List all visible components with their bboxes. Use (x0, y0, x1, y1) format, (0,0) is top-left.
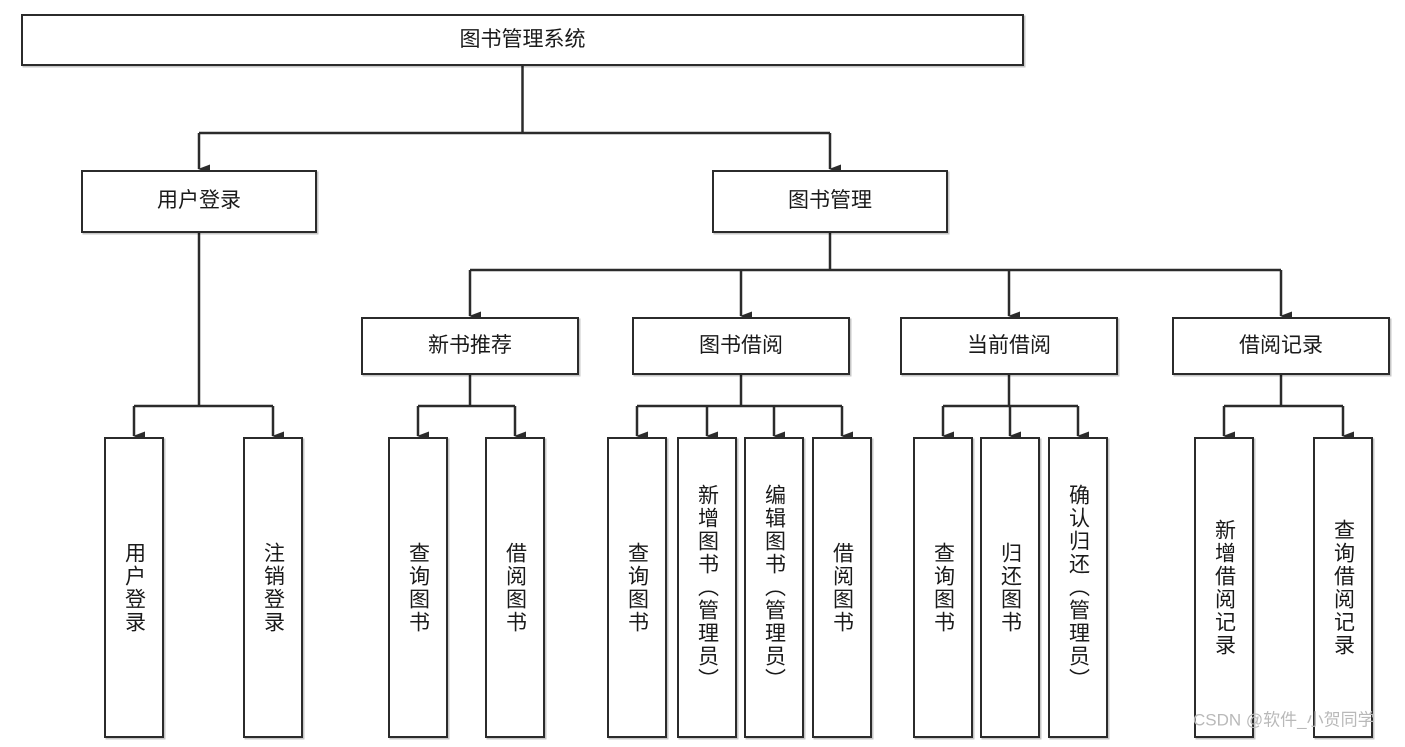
node-leaf-query-book-borrow[interactable]: 查询图书 (607, 437, 667, 738)
node-leaf-borrow-book-recommend[interactable]: 借阅图书 (485, 437, 545, 738)
node-root[interactable]: 图书管理系统 (21, 14, 1024, 66)
node-label: 归还图书 (998, 541, 1022, 634)
node-label: 借阅图书 (830, 541, 854, 634)
node-leaf-query-borrow-record[interactable]: 查询借阅记录 (1313, 437, 1373, 738)
node-leaf-edit-book-admin[interactable]: 编辑图书（管理员） (744, 437, 804, 738)
node-leaf-add-book-admin[interactable]: 新增图书（管理员） (677, 437, 737, 738)
node-label: 新增图书（管理员） (695, 484, 719, 691)
node-label: 当前借阅 (967, 333, 1051, 357)
node-label: 新书推荐 (428, 333, 512, 357)
csdn-watermark: CSDN @软件_小贺同学 (1193, 710, 1375, 730)
node-label: 查询借阅记录 (1331, 518, 1355, 657)
node-leaf-confirm-return-admin[interactable]: 确认归还（管理员） (1048, 437, 1108, 738)
node-label: 用户登录 (157, 189, 241, 213)
node-label: 确认归还（管理员） (1066, 484, 1090, 691)
node-label: 图书管理 (788, 189, 872, 213)
node-leaf-borrow-book[interactable]: 借阅图书 (812, 437, 872, 738)
node-current-borrow[interactable]: 当前借阅 (900, 317, 1118, 375)
node-leaf-user-login[interactable]: 用户登录 (104, 437, 164, 738)
node-label: 图书借阅 (699, 333, 783, 357)
node-book-borrow[interactable]: 图书借阅 (632, 317, 850, 375)
node-book-management[interactable]: 图书管理 (712, 170, 948, 233)
node-label: 查询图书 (406, 541, 430, 634)
node-new-book-recommend[interactable]: 新书推荐 (361, 317, 579, 375)
node-label: 查询图书 (625, 541, 649, 634)
node-label: 图书管理系统 (459, 27, 586, 51)
node-borrow-record[interactable]: 借阅记录 (1172, 317, 1390, 375)
node-user-login[interactable]: 用户登录 (81, 170, 317, 233)
node-label: 借阅图书 (503, 541, 527, 634)
node-label: 查询图书 (931, 541, 955, 634)
node-label: 借阅记录 (1239, 333, 1323, 357)
node-leaf-return-book[interactable]: 归还图书 (980, 437, 1040, 738)
node-leaf-logout[interactable]: 注销登录 (243, 437, 303, 738)
node-label: 编辑图书（管理员） (762, 484, 786, 691)
node-leaf-query-book-current[interactable]: 查询图书 (913, 437, 973, 738)
node-label: 用户登录 (122, 541, 146, 634)
node-label: 注销登录 (261, 541, 285, 634)
node-leaf-query-book-recommend[interactable]: 查询图书 (388, 437, 448, 738)
node-leaf-add-borrow-record[interactable]: 新增借阅记录 (1194, 437, 1254, 738)
connector-lines (132, 66, 1354, 441)
node-label: 新增借阅记录 (1212, 518, 1236, 657)
